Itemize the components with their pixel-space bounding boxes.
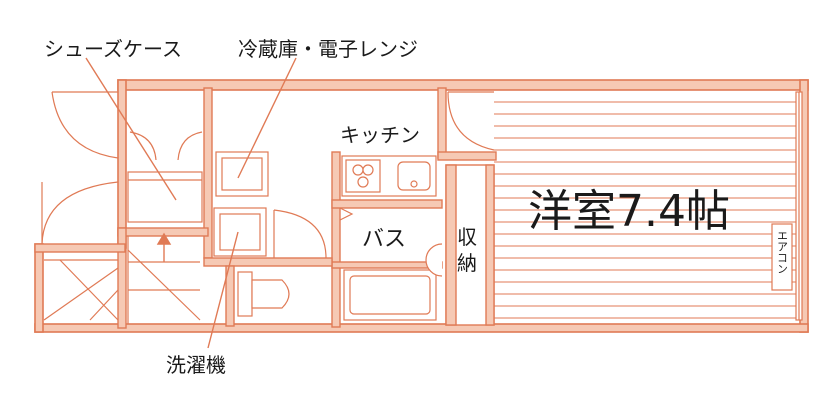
washer: [213, 207, 267, 257]
label-fridge-microwave: 冷蔵庫・電子レンジ: [238, 37, 418, 61]
sink-icon: [397, 161, 431, 191]
stove-burner-icon: [352, 164, 364, 176]
label-storage-1: 収: [457, 225, 477, 249]
up-arrow-icon: [156, 232, 172, 262]
window-right: [795, 91, 803, 321]
label-storage-2: 納: [457, 251, 477, 275]
label-washer: 洗濯機: [166, 353, 226, 377]
bathtub: [343, 269, 437, 321]
interior-walls: [34, 87, 497, 329]
bath-basin: [425, 243, 443, 277]
shoes-case: [127, 171, 203, 223]
toilet-icon: [237, 271, 290, 317]
floor-boards: [494, 101, 797, 319]
label-western-room: 洋室7.4帖: [528, 186, 730, 237]
label-shoes-case: シューズケース: [44, 37, 182, 61]
label-kitchen: キッチン: [340, 123, 420, 147]
door-arc-icon: [41, 88, 495, 259]
kitchen-counter: [341, 155, 437, 197]
aircon-unit: [771, 223, 793, 291]
stairs: [43, 236, 201, 324]
leader-lines: [85, 57, 297, 349]
label-bath: バス: [362, 227, 406, 252]
fridge: [215, 151, 269, 197]
label-aircon: エアコン: [776, 230, 789, 274]
